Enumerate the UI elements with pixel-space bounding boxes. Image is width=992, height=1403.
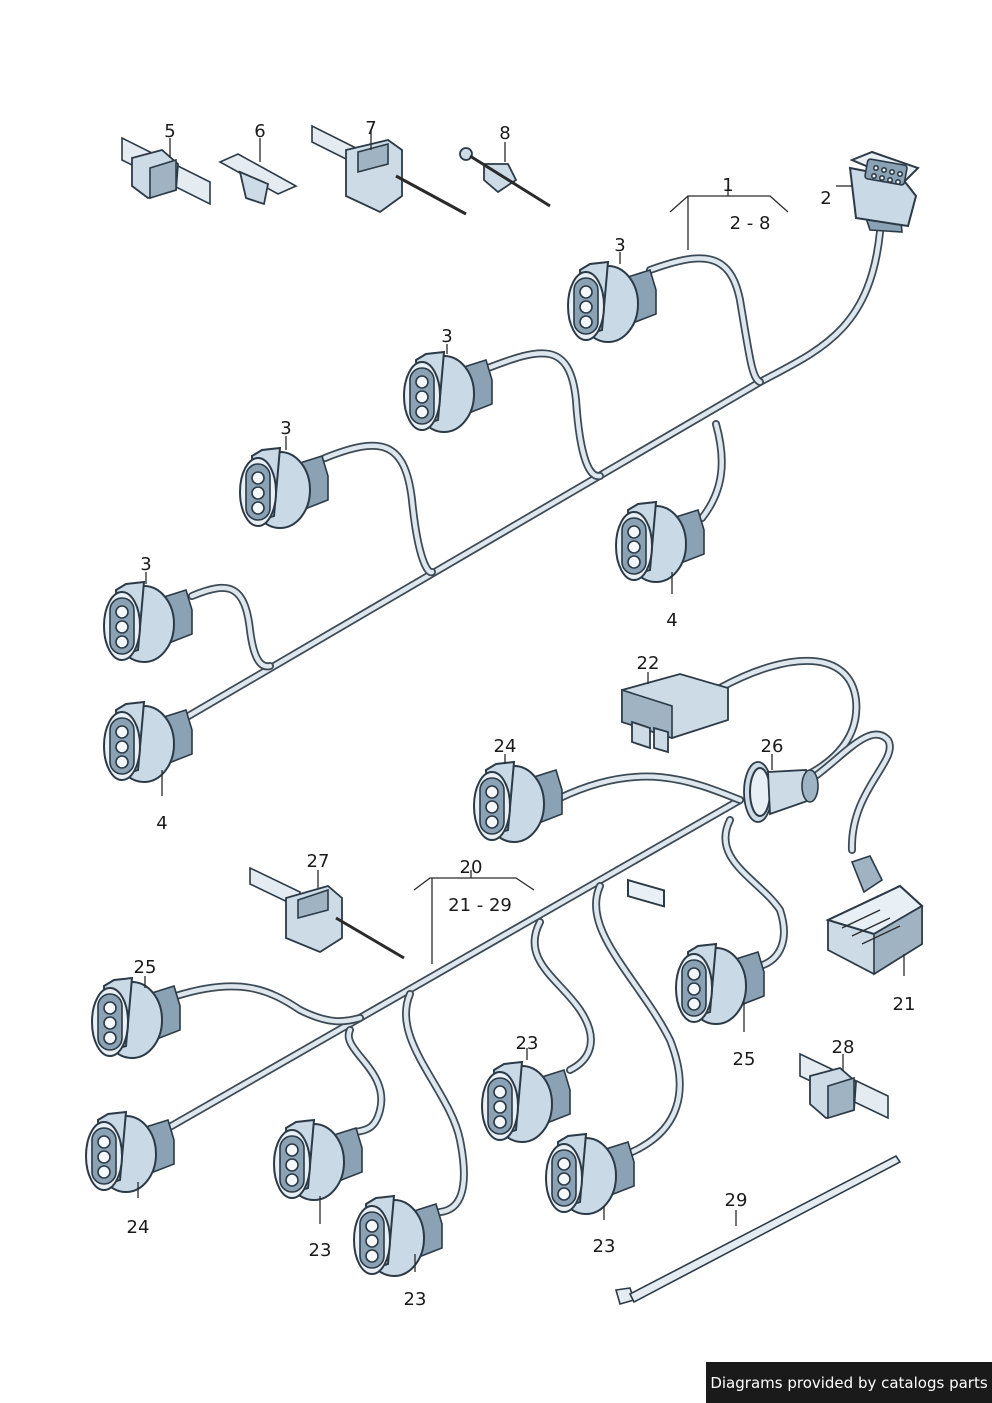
callout-3a: 3: [614, 235, 626, 256]
connector-3b: [403, 351, 493, 433]
callout-22: 22: [636, 653, 660, 674]
callout-1-range: 2 - 8: [729, 213, 771, 234]
callout-3b: 3: [441, 326, 453, 347]
callout-4b: 4: [666, 610, 678, 631]
connector-23d: [545, 1133, 635, 1215]
callout-4a: 4: [156, 813, 168, 834]
part-6-bracket: [218, 153, 298, 206]
callout-20-range: 21 - 29: [448, 895, 512, 916]
callout-28: 28: [831, 1037, 855, 1058]
part-8-tie: [459, 147, 551, 208]
connector-23c: [481, 1061, 571, 1143]
connector-21: [825, 855, 924, 976]
connector-25a: [91, 977, 181, 1059]
part-27-holder: [249, 866, 405, 960]
callout-7: 7: [365, 118, 377, 139]
callout-6: 6: [254, 121, 266, 142]
callout-25b: 25: [732, 1049, 756, 1070]
callout-1: 1: [722, 175, 734, 196]
connector-3c: [239, 447, 329, 529]
callout-23b: 23: [403, 1289, 427, 1310]
callout-27: 27: [306, 851, 330, 872]
leader-lines: [137, 130, 905, 1272]
connector-3a: [567, 261, 657, 343]
callout-24b: 24: [126, 1217, 150, 1238]
callout-25a: 25: [133, 957, 157, 978]
harness-1-wires: [164, 228, 884, 732]
connector-22: [621, 673, 729, 908]
connector-25b: [675, 943, 765, 1025]
callout-21: 21: [892, 994, 916, 1015]
callout-29: 29: [724, 1190, 748, 1211]
callout-23a: 23: [308, 1240, 332, 1261]
callout-24a: 24: [493, 736, 517, 757]
connector-23a: [273, 1119, 363, 1201]
callout-26: 26: [760, 736, 784, 757]
part-5-clip: [121, 136, 211, 206]
connector-4b: [615, 501, 705, 583]
callout-20: 20: [459, 857, 483, 878]
harness-1: [103, 150, 920, 783]
harness-2: [85, 657, 924, 1277]
callout-5: 5: [164, 121, 176, 142]
callout-8: 8: [499, 123, 511, 144]
connector-3d: [103, 581, 193, 663]
part-29-cable-tie: [614, 1154, 902, 1305]
callout-2: 2: [820, 188, 832, 209]
connector-24a: [473, 761, 563, 843]
connector-24b: [85, 1111, 175, 1193]
connector-4a: [103, 701, 193, 783]
grommet-26: [743, 761, 819, 823]
callout-23c: 23: [515, 1033, 539, 1054]
footer-banner: Diagrams provided by catalogs parts: [706, 1362, 992, 1403]
part-28-clip: [799, 1052, 889, 1120]
connector-2: [848, 150, 920, 233]
part-7-holder: [311, 124, 467, 216]
callout-3c: 3: [280, 418, 292, 439]
callout-23d: 23: [592, 1236, 616, 1257]
harness-2-wires: [164, 657, 894, 1216]
callout-3d: 3: [140, 554, 152, 575]
connector-23b: [353, 1195, 443, 1277]
